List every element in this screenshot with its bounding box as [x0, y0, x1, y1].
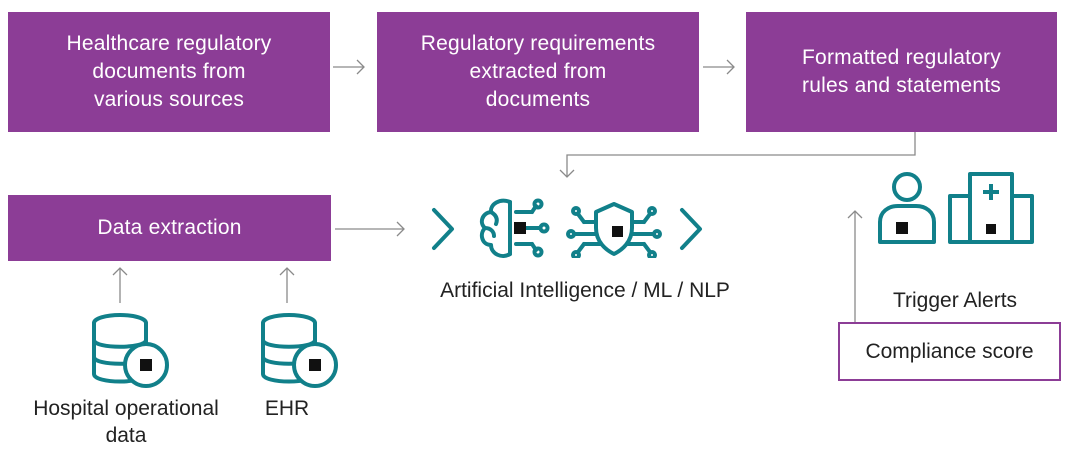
chevron-right-icon [432, 208, 454, 250]
process-box-source-documents: Healthcare regulatory documents from var… [8, 12, 330, 132]
person-icon [878, 172, 936, 244]
ehr-label: EHR [264, 397, 310, 420]
process-box-label: Formatted regulatory rules and statement… [802, 46, 1001, 97]
compliance-score-box: Compliance score [838, 322, 1061, 381]
shield-circuit-icon [566, 202, 662, 258]
process-box-label: Regulatory requirements extracted from d… [420, 32, 656, 111]
ai-label: Artificial Intelligence / ML / NLP [440, 279, 730, 302]
brain-circuit-icon [479, 198, 550, 258]
hospital-data-label: Hospital operational data [33, 397, 219, 447]
chevron-right-icon [680, 208, 702, 250]
compliance-score-label: Compliance score [865, 339, 1034, 363]
data-extraction-box: Data extraction [8, 195, 331, 261]
process-box-label: Healthcare regulatory documents from var… [66, 32, 272, 111]
hospital-icon [948, 172, 1034, 244]
database-icon [92, 313, 169, 388]
process-box-extracted-requirements: Regulatory requirements extracted from d… [377, 12, 699, 132]
data-extraction-label: Data extraction [97, 216, 242, 239]
connector-arrows [112, 59, 916, 322]
database-icon [261, 313, 338, 388]
process-box-formatted-rules: Formatted regulatory rules and statement… [746, 12, 1057, 132]
trigger-alerts-label: Trigger Alerts [892, 289, 1018, 312]
